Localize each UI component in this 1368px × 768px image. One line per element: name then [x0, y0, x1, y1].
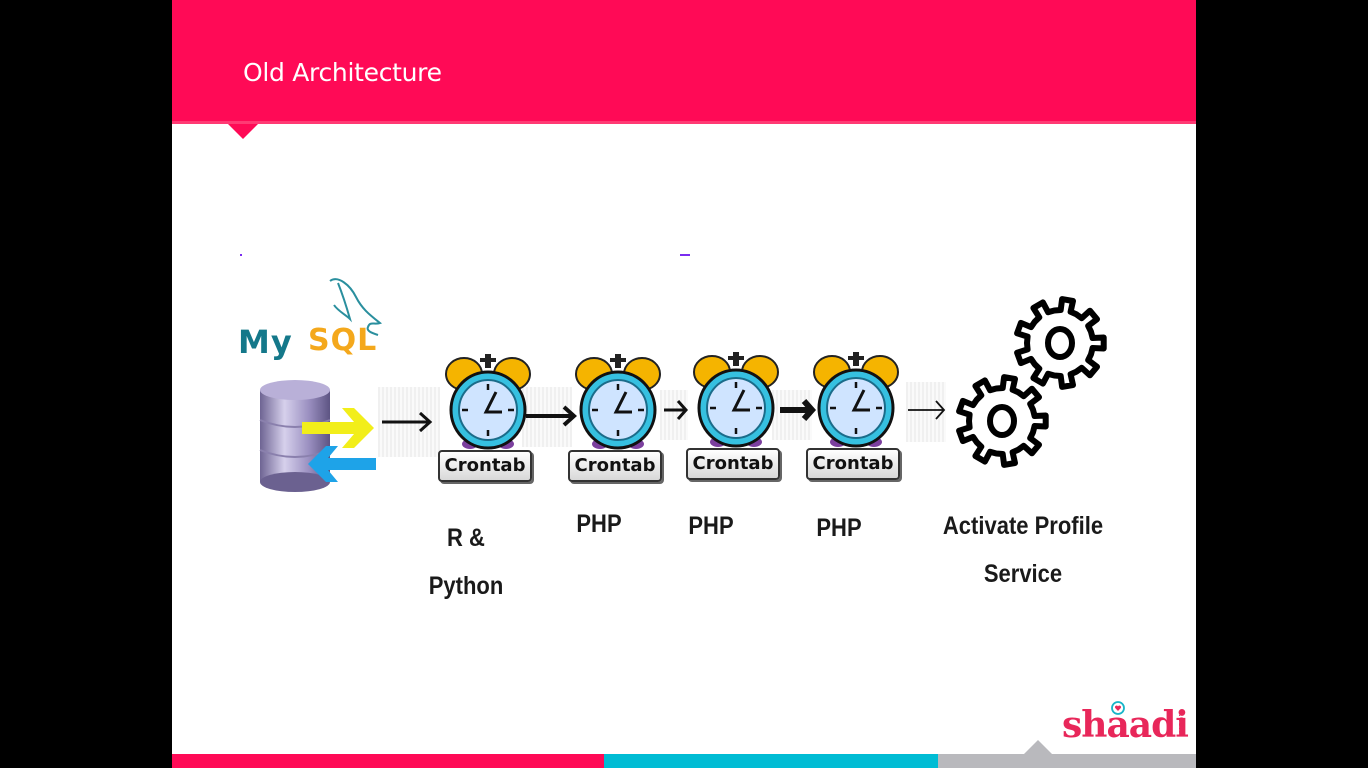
crontab-badge: Crontab	[438, 450, 532, 482]
database-icon	[256, 378, 382, 496]
arrow-icon	[382, 411, 433, 433]
arrow-icon	[780, 399, 817, 421]
crontab-stage: Crontab	[806, 350, 904, 490]
stage-label-line1: PHP	[688, 512, 734, 540]
slide: Old Architecture My SQL	[172, 0, 1196, 768]
stage-label-line1: PHP	[816, 514, 862, 542]
stage-label-php: PHP	[792, 514, 885, 543]
header-notch	[228, 124, 258, 139]
mysql-sql-text: SQL	[308, 323, 378, 358]
arrow-icon	[908, 400, 946, 420]
stage-label-php: PHP	[552, 510, 645, 539]
footer-bar-pink	[172, 754, 604, 768]
slide-header	[172, 0, 1196, 124]
stage-label-line1: R &	[447, 524, 485, 552]
target-label: Activate Profile Service	[938, 502, 1109, 598]
footer-bar-gray	[938, 754, 1196, 768]
arrow-icon	[526, 405, 577, 427]
crontab-badge: Crontab	[568, 450, 662, 482]
footer-bar-cyan	[604, 754, 938, 768]
mysql-logo: My SQL	[238, 275, 388, 365]
dolphin-icon	[329, 278, 383, 336]
shaadi-logo: shaadi .com	[1062, 700, 1192, 750]
target-label-line2: Service	[983, 560, 1063, 588]
stage-label-line1: PHP	[576, 510, 622, 538]
heart-ring-icon	[1111, 701, 1125, 715]
alarm-clock-icon	[693, 352, 779, 448]
alarm-clock-icon	[813, 352, 899, 448]
crontab-stage: Crontab	[568, 352, 666, 492]
stray-mark	[240, 254, 242, 256]
crontab-stage: Crontab	[438, 352, 536, 492]
target-label-line1: Activate Profile	[942, 512, 1104, 540]
arrow-icon	[664, 400, 689, 420]
stage-label-line2: Python	[428, 572, 504, 600]
stage-label-php: PHP	[664, 512, 757, 541]
logo-suffix: .com	[1176, 714, 1186, 737]
alarm-clock-icon	[445, 354, 531, 450]
stage-label-r-python: R & Python	[413, 514, 519, 610]
slide-title: Old Architecture	[243, 58, 442, 87]
connector-background	[906, 382, 946, 442]
alarm-clock-icon	[575, 354, 661, 450]
footer-notch	[1024, 740, 1052, 754]
crontab-badge: Crontab	[806, 448, 900, 480]
gears-icon	[956, 296, 1107, 468]
crontab-stage: Crontab	[686, 350, 784, 490]
logo-text: shaadi	[1062, 704, 1189, 746]
mysql-my-text: My	[238, 323, 293, 361]
stray-mark	[680, 254, 690, 256]
crontab-badge: Crontab	[686, 448, 780, 480]
